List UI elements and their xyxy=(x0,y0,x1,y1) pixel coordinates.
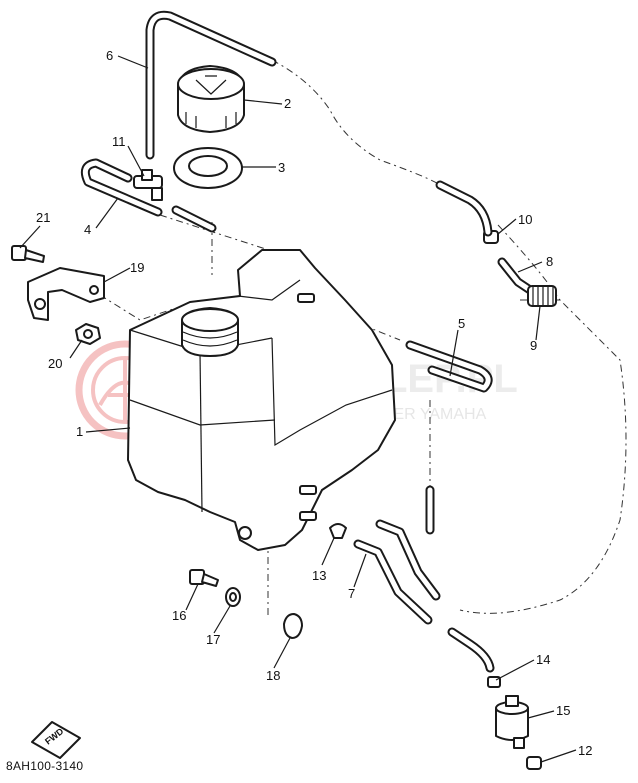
callout-5: 5 xyxy=(458,316,465,331)
callout-6: 6 xyxy=(106,48,113,63)
callout-numbers: 6 2 3 4 11 21 19 20 1 5 10 8 9 13 7 14 1… xyxy=(36,48,592,758)
callout-16: 16 xyxy=(172,608,186,623)
part-17-washer xyxy=(225,587,241,607)
part-3-gasket xyxy=(173,147,243,189)
part-4-u-hose xyxy=(80,158,217,233)
fwd-arrow: FWD xyxy=(31,721,81,759)
callout-19: 19 xyxy=(130,260,144,275)
callout-13: 13 xyxy=(312,568,326,583)
part-13-clamp xyxy=(329,523,347,539)
part-6-breather-hose xyxy=(145,10,277,160)
part-8-hose xyxy=(497,257,535,295)
leader-lines xyxy=(19,55,577,763)
callout-9: 9 xyxy=(530,338,537,353)
callout-15: 15 xyxy=(556,703,570,718)
callout-20: 20 xyxy=(48,356,62,371)
callout-2: 2 xyxy=(284,96,291,111)
part-7-hose xyxy=(353,519,495,673)
part-9-spring xyxy=(527,285,557,307)
callout-1: 1 xyxy=(76,424,83,439)
part-5-hose xyxy=(405,340,493,535)
callout-11: 11 xyxy=(112,134,126,149)
part-18-grommet xyxy=(283,613,303,639)
callout-18: 18 xyxy=(266,668,280,683)
part-12-clamp xyxy=(526,756,542,770)
callout-12: 12 xyxy=(578,743,592,758)
callout-10: 10 xyxy=(518,212,532,227)
overflow-hose-segment xyxy=(435,180,493,237)
part-21-bolt xyxy=(11,245,45,263)
callout-3: 3 xyxy=(278,160,285,175)
callout-17: 17 xyxy=(206,632,220,647)
part-19-bracket xyxy=(27,267,105,321)
callout-4: 4 xyxy=(84,222,91,237)
callout-8: 8 xyxy=(546,254,553,269)
part-1-reservoir-tank xyxy=(127,249,396,551)
part-15-filter xyxy=(495,695,529,749)
part-2-filler-cap xyxy=(177,65,245,133)
part-20-nut xyxy=(75,323,101,345)
part-11-t-joint xyxy=(133,169,163,201)
callout-14: 14 xyxy=(536,652,550,667)
callout-7: 7 xyxy=(348,586,355,601)
diagram-code: 8AH100-3140 xyxy=(6,759,84,773)
part-16-bolt xyxy=(189,569,219,587)
callout-21: 21 xyxy=(36,210,50,225)
